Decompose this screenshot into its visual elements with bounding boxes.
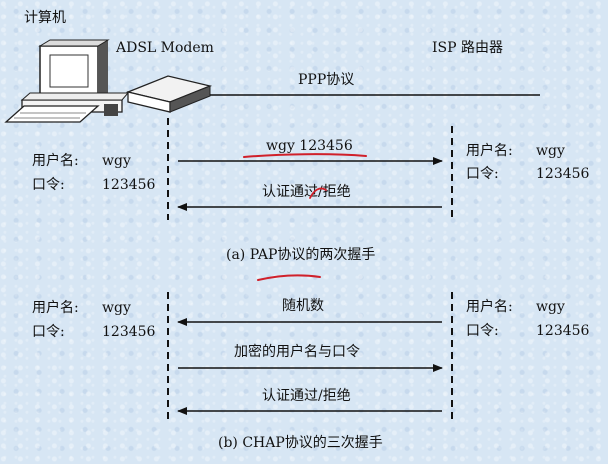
password-label: 口令: — [32, 324, 65, 340]
pap-server-credentials: 用户名: wgy 口令: 123456 — [466, 142, 590, 182]
computer-label: 计算机 — [24, 10, 66, 26]
password-label: 口令: — [466, 166, 499, 182]
underline-annotation — [257, 274, 321, 281]
chap-msg-3-label: 认证通过/拒绝 — [262, 388, 351, 404]
username-label: 用户名: — [466, 298, 513, 315]
password-label: 口令: — [466, 323, 499, 339]
password-value: 123456 — [102, 324, 156, 340]
chap-msg-2-label: 加密的用户名与口令 — [234, 343, 360, 360]
pap-client-credentials: 用户名: wgy 口令: 123456 — [32, 152, 156, 193]
username-label: 用户名: — [32, 299, 79, 316]
chap-client-credentials: 用户名: wgy 口令: 123456 — [32, 299, 156, 340]
pap-caption: (a) PAP协议的两次握手 — [226, 247, 375, 263]
chap-server-credentials: 用户名: wgy 口令: 123456 — [466, 298, 590, 339]
username-value: wgy — [102, 300, 131, 316]
username-label: 用户名: — [466, 142, 513, 159]
username-value: wgy — [102, 153, 131, 169]
underline-annotation — [243, 153, 367, 158]
username-value: wgy — [536, 143, 565, 159]
pap-msg-1-label: wgy 123456 — [266, 138, 353, 154]
chap-caption: (b) CHAP协议的三次握手 — [218, 435, 383, 451]
ppp-link-label: PPP协议 — [298, 72, 354, 88]
isp-router-label: ISP 路由器 — [432, 40, 503, 56]
check-mark-annotation — [309, 187, 327, 199]
password-label: 口令: — [32, 177, 65, 193]
password-value: 123456 — [102, 177, 156, 193]
username-value: wgy — [536, 299, 565, 315]
computer-icon — [4, 39, 130, 123]
password-value: 123456 — [536, 323, 590, 339]
modem-label: ADSL Modem — [115, 40, 214, 56]
username-label: 用户名: — [32, 152, 79, 169]
pap-msg-2-label: 认证通过/拒绝 — [262, 184, 351, 200]
password-value: 123456 — [536, 166, 590, 182]
chap-msg-1-label: 随机数 — [282, 298, 324, 314]
modem-icon — [125, 75, 213, 113]
